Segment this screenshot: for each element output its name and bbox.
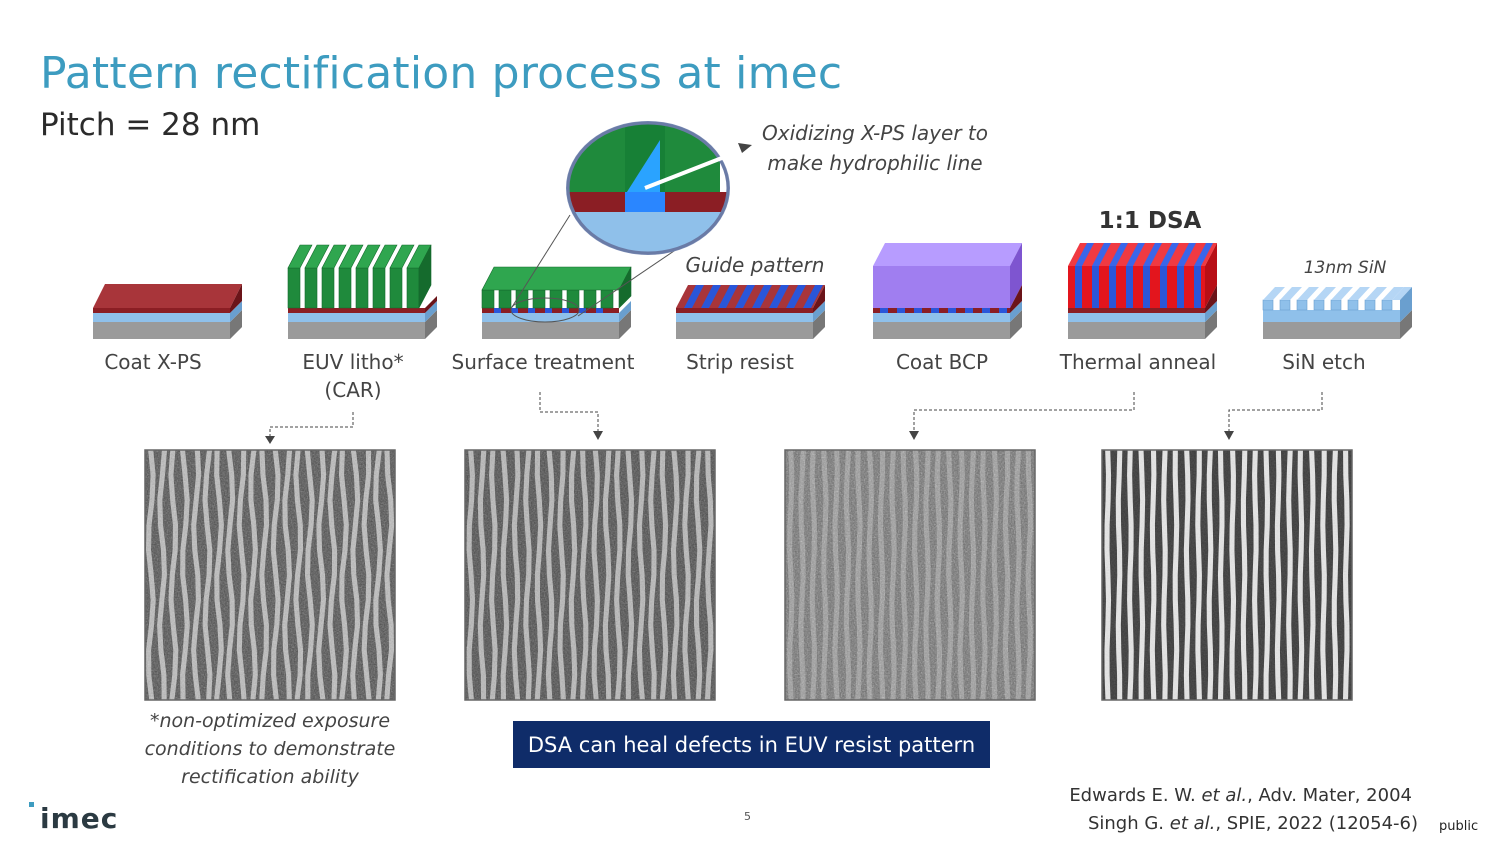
sem-noise-overlay: [1102, 450, 1352, 700]
classification-label: public: [1439, 819, 1479, 834]
sem-noise-overlay: [465, 450, 715, 700]
stack-euv-litho: [287, 244, 437, 339]
guide-pattern-label: Guide pattern: [685, 253, 825, 277]
dsa-label: 1:1 DSA: [1098, 208, 1202, 234]
page-number: 5: [744, 810, 751, 823]
sem-image-sin-etch: [1101, 449, 1353, 701]
step-label-euv-litho-line2: (CAR): [324, 378, 382, 402]
sem-image-surface-treatment: [464, 449, 716, 701]
connector-lines: [269, 392, 1323, 437]
callout-box: DSA can heal defects in EUV resist patte…: [513, 721, 990, 768]
slide-subtitle: Pitch = 28 nm: [40, 107, 261, 143]
reference-2: Singh G. et al., SPIE, 2022 (12054-6): [1040, 813, 1418, 834]
stack-coat-xps: [93, 284, 242, 339]
sem-image-euv-litho: [144, 449, 396, 701]
stack-strip-resist: [676, 285, 825, 339]
oxidizing-note-line2: make hydrophilic line: [767, 151, 983, 175]
step-label-strip-resist: Strip resist: [686, 350, 794, 374]
reference-2-source: , SPIE, 2022 (12054-6): [1215, 813, 1418, 834]
step-label-coat-bcp: Coat BCP: [895, 350, 989, 374]
reference-2-author: Singh G.: [1087, 813, 1170, 834]
logo-dot-icon: [29, 802, 34, 807]
reference-1: Edwards E. W. et al., Adv. Mater, 2004: [1050, 785, 1412, 806]
reference-1-author: Edwards E. W.: [1069, 785, 1202, 806]
step-label-thermal-anneal: Thermal anneal: [1059, 350, 1217, 374]
footnote: *non-optimized exposure conditions to de…: [135, 707, 405, 791]
imec-logo: imec: [40, 802, 119, 835]
sem-frame: [1101, 449, 1353, 701]
sem-frame: [464, 449, 716, 701]
stack-surface-treatment: [481, 266, 632, 339]
footnote-line2: conditions to demonstrate: [144, 738, 396, 760]
oxidizing-note: Oxidizing X-PS layer to make hydrophilic…: [745, 118, 1005, 178]
step-label-sin-etch: SiN etch: [1282, 350, 1366, 374]
slide-title: Pattern rectification process at imec: [40, 48, 843, 99]
footnote-line1: *non-optimized exposure: [149, 710, 391, 732]
footnote-line3: rectification ability: [181, 766, 359, 788]
step-label-surface-treatment: Surface treatment: [451, 350, 635, 374]
sem-noise-overlay: [785, 450, 1035, 700]
sem-image-thermal-anneal: [784, 449, 1036, 701]
reference-1-source: , Adv. Mater, 2004: [1247, 785, 1412, 806]
stack-thermal-anneal: [1068, 243, 1217, 339]
step-label-euv-litho: EUV litho* (CAR): [258, 348, 448, 404]
step-label-euv-litho-line1: EUV litho*: [302, 350, 404, 374]
stack-sin-etch: [1262, 287, 1412, 339]
step-label-coat-xps: Coat X-PS: [104, 350, 202, 374]
reference-2-etal: et al.: [1169, 813, 1216, 834]
sem-frame: [784, 449, 1036, 701]
sem-noise-overlay: [145, 450, 395, 700]
stack-coat-bcp: [873, 243, 1022, 339]
sem-frame: [144, 449, 396, 701]
reference-1-etal: et al.: [1201, 785, 1248, 806]
lens-arrow: [644, 145, 751, 190]
connector-arrowheads: [265, 431, 1234, 444]
sin-thickness-label: 13nm SiN: [1303, 258, 1387, 278]
oxidizing-note-line1: Oxidizing X-PS layer to: [762, 121, 988, 145]
